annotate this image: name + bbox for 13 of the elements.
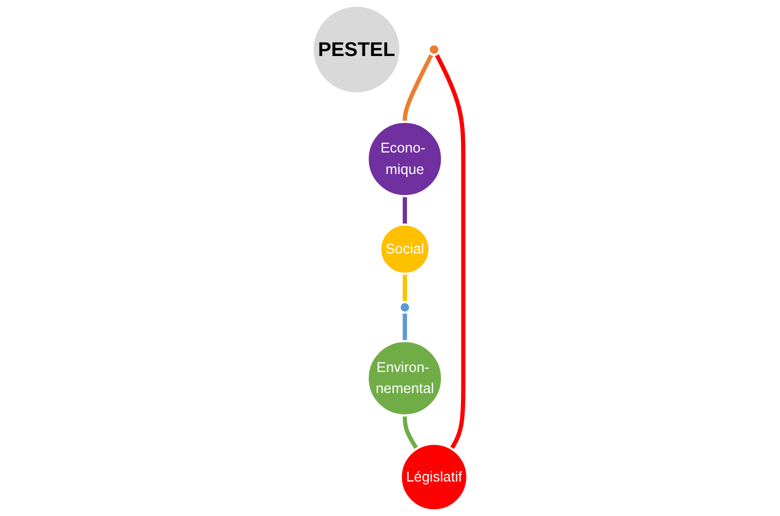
node-circle: Législatif: [400, 442, 468, 512]
connector: [402, 274, 407, 302]
node-circle: [398, 301, 412, 314]
node-circle: Environ- nemental: [366, 340, 444, 416]
connector: [434, 53, 466, 450]
connector: [402, 196, 407, 225]
node-circle: [428, 43, 440, 56]
node-circle: Econo- mique: [366, 120, 444, 198]
node-circle: PESTEL: [312, 4, 402, 95]
connector: [402, 312, 407, 342]
node-circle: Social: [379, 223, 431, 275]
connector: [402, 415, 418, 450]
connector: [402, 53, 434, 122]
